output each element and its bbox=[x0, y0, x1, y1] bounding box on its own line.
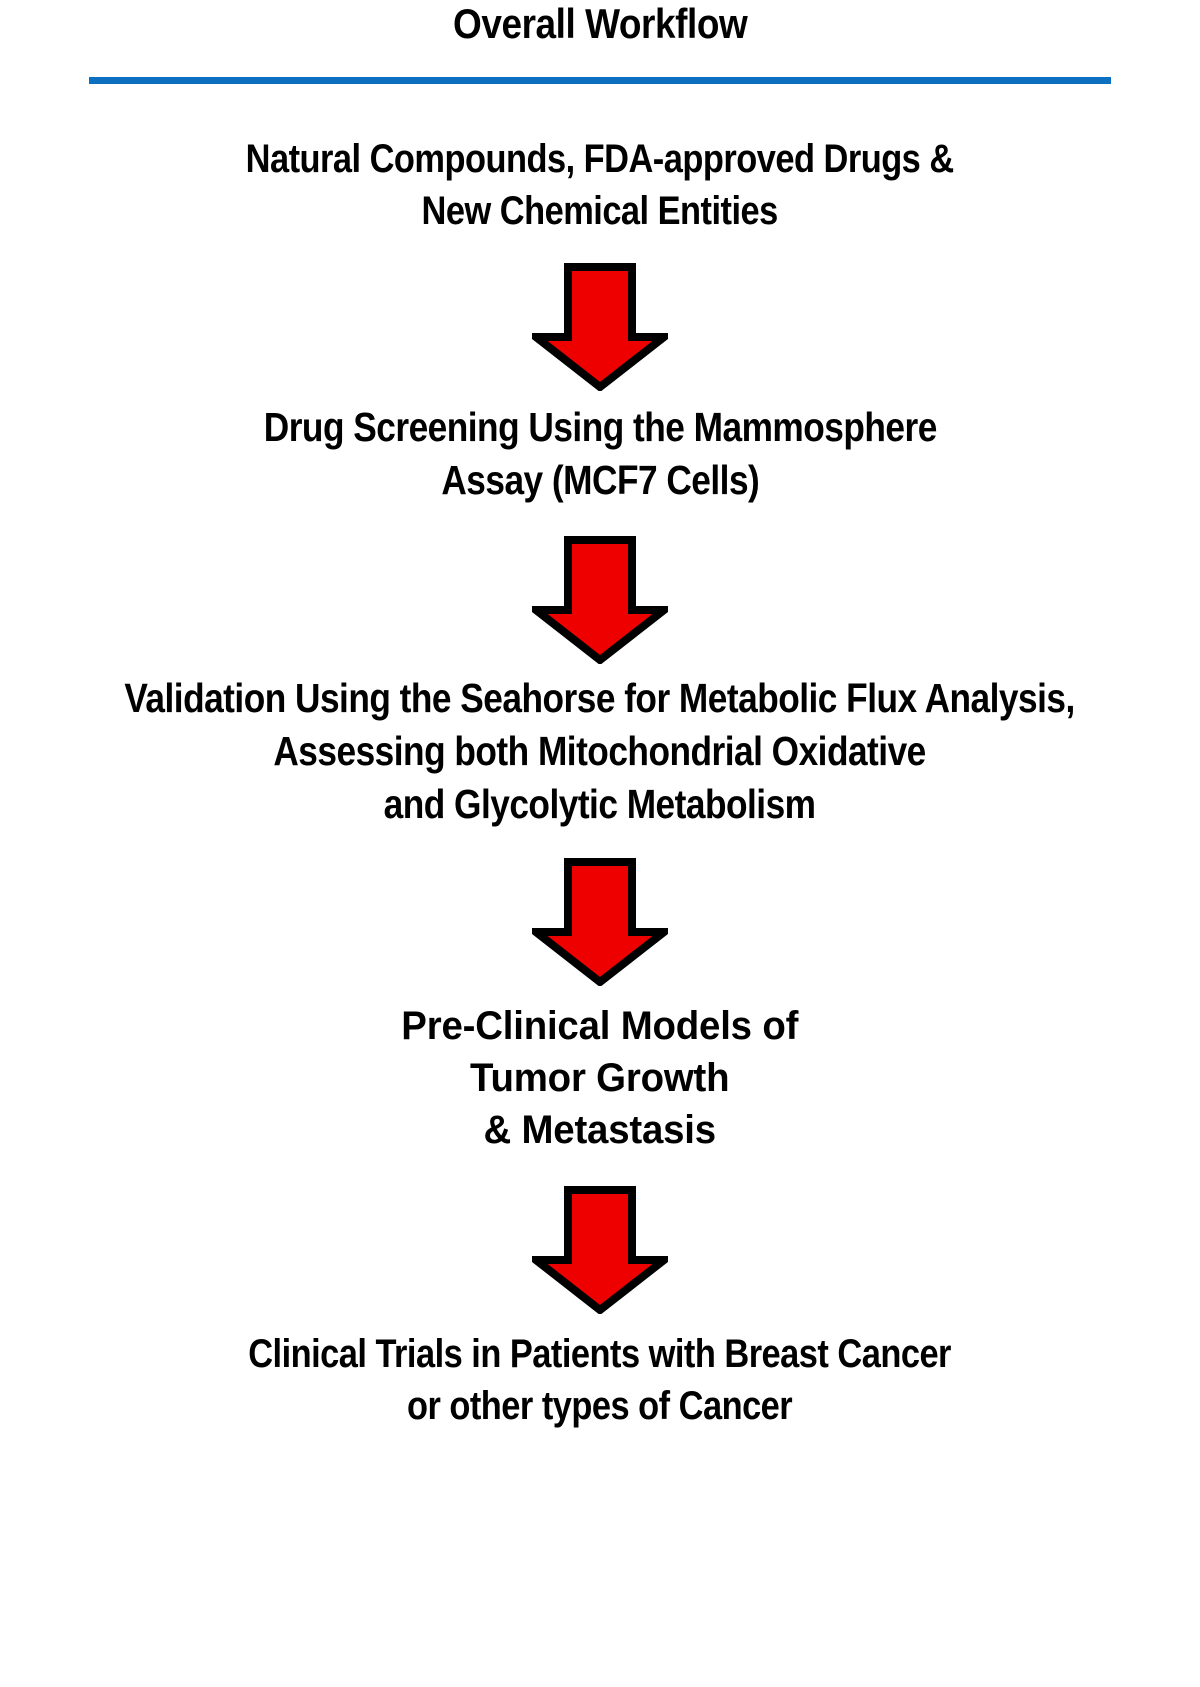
red-down-arrow-icon bbox=[532, 1185, 668, 1314]
red-down-arrow-icon bbox=[532, 263, 668, 392]
workflow-step-1: Natural Compounds, FDA-approved Drugs & … bbox=[245, 137, 955, 234]
page-title: Overall Workflow bbox=[452, 0, 748, 47]
red-down-arrow-icon bbox=[532, 535, 668, 664]
workflow-step-2: Drug Screening Using the Mammosphere Ass… bbox=[263, 404, 937, 504]
blue-divider-line bbox=[89, 77, 1111, 85]
workflow-step-4: Pre-Clinical Models of Tumor Growth & Me… bbox=[401, 1003, 799, 1152]
title-divider bbox=[0, 77, 1200, 85]
workflow-step-3: Validation Using the Seahorse for Metabo… bbox=[124, 674, 1076, 828]
red-down-arrow-icon bbox=[532, 857, 668, 986]
workflow-step-5: Clinical Trials in Patients with Breast … bbox=[248, 1331, 952, 1428]
